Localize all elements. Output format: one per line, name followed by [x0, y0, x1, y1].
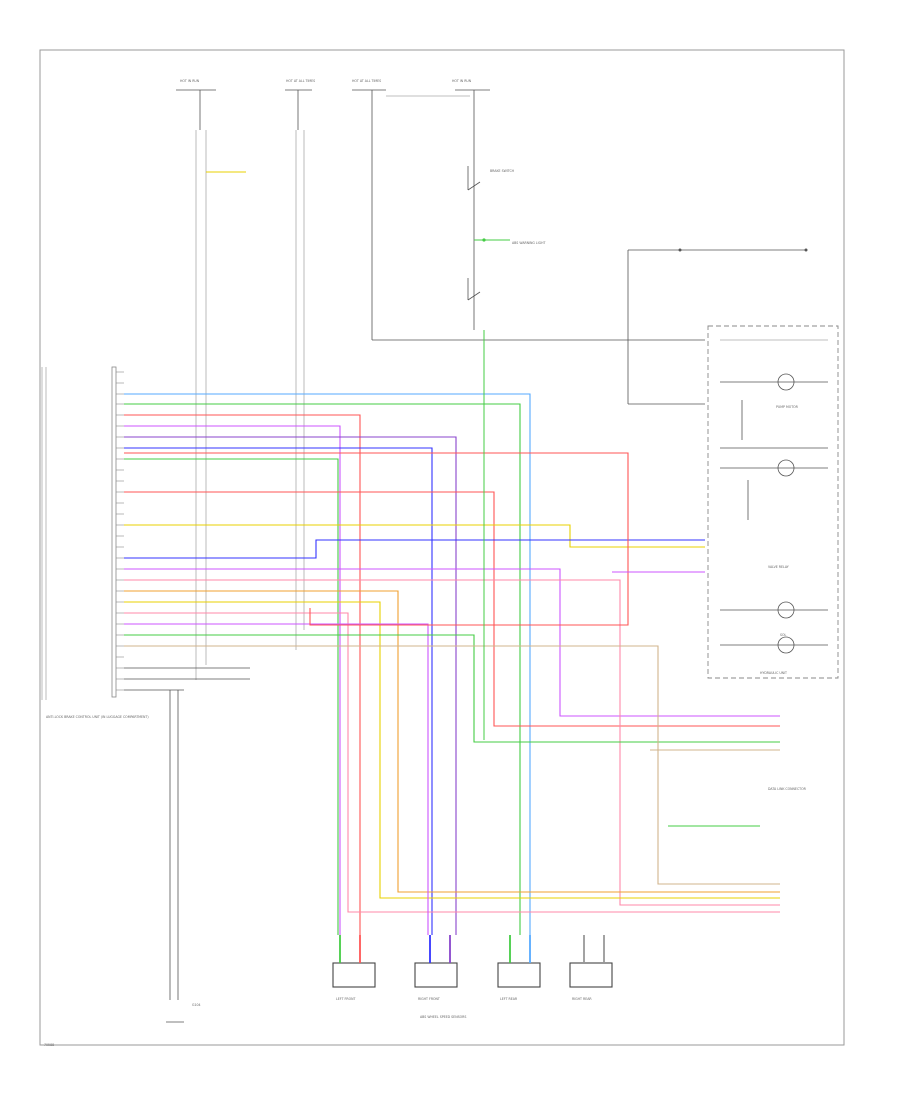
sensor-label-right-front: RIGHT FRONT	[418, 997, 440, 1001]
fuse-label-4: HOT IN RUN	[452, 79, 472, 83]
hydraulic-unit: HYDRAULIC UNIT PUMP MOTOR VALVE RELAY SO…	[707, 325, 839, 679]
sensor-label-right-rear: RIGHT REAR	[572, 997, 592, 1001]
brake-switch-label: BRAKE SWITCH	[490, 169, 515, 173]
fuse-label-2: HOT AT ALL TIMES	[286, 79, 315, 83]
warning-relay	[627, 248, 808, 405]
sensor-group-caption: ABS WHEEL SPEED SENSORS	[420, 1015, 466, 1019]
power-feeds: HOT IN RUN HOT AT ALL TIMES HOT AT ALL T…	[176, 79, 705, 680]
ref-code: 70588	[44, 1043, 54, 1047]
solenoid-label: SOL	[780, 633, 787, 637]
sensor-label-left-rear: LEFT REAR	[500, 997, 518, 1001]
valve-relay-label: VALVE RELAY	[768, 565, 789, 569]
abs-control-unit: ANTI-LOCK BRAKE CONTROL UNIT (IN LUGGAGE…	[41, 366, 149, 719]
harness-wires	[124, 330, 780, 935]
pump-motor-label: PUMP MOTOR	[776, 405, 799, 409]
sensor-right-rear: RIGHT REAR	[569, 935, 613, 1001]
sensor-left-rear: LEFT REAR	[497, 935, 541, 1001]
sensor-label-left-front: LEFT FRONT	[336, 997, 355, 1001]
right-connectors: DATA LINK CONNECTOR	[712, 787, 807, 827]
abs-warning-light-label: ABS WARNING LIGHT	[512, 241, 545, 245]
sensor-left-front: LEFT FRONT	[332, 935, 376, 1001]
ground-circuit: G104 70588	[44, 667, 250, 1047]
fuse-label-1: HOT IN RUN	[180, 79, 200, 83]
fuse-label-3: HOT AT ALL TIMES	[352, 79, 381, 83]
connector-pins	[116, 371, 124, 691]
brake-switch: BRAKE SWITCH ABS WARNING LIGHT	[467, 166, 545, 301]
sensor-right-front: RIGHT FRONT	[414, 935, 458, 1001]
data-link-label: DATA LINK CONNECTOR	[768, 787, 807, 791]
diagram-frame	[39, 49, 845, 1046]
wheel-speed-sensors: LEFT FRONT RIGHT FRONT LEFT REAR RIGHT R…	[332, 935, 613, 1019]
abs-control-unit-label: ANTI-LOCK BRAKE CONTROL UNIT (IN LUGGAGE…	[46, 715, 149, 719]
ground-label: G104	[192, 1003, 201, 1007]
hydraulic-unit-label: HYDRAULIC UNIT	[760, 671, 787, 675]
